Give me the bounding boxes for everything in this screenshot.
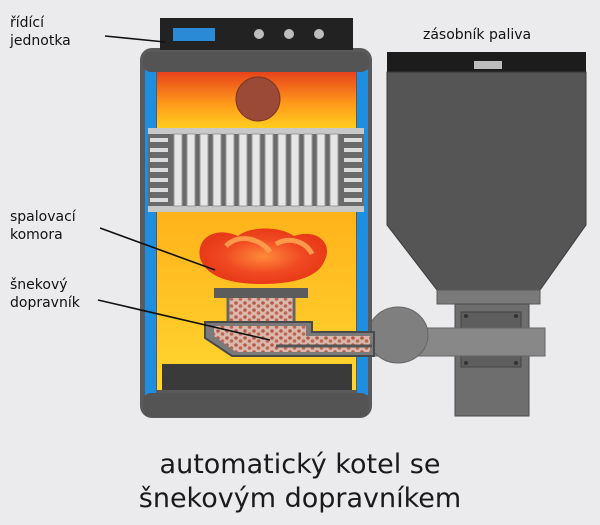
exchanger-grill-bar xyxy=(150,168,168,172)
exchanger-grill-bar xyxy=(150,138,168,142)
exchanger-grill-bar xyxy=(150,178,168,182)
exchanger-grill-bar xyxy=(344,178,362,182)
leader-combustion-chamber xyxy=(99,227,216,271)
leader-screw-conveyor xyxy=(97,299,271,341)
exchanger-grill-bar xyxy=(344,198,362,202)
hopper-lid-handle xyxy=(474,61,502,69)
flame xyxy=(199,228,328,284)
label-control-unit-line1: řídící xyxy=(10,15,45,31)
water-jacket-left xyxy=(145,70,156,395)
fuel-hopper xyxy=(386,52,587,417)
control-display xyxy=(173,28,215,41)
label-screw-conveyor-line2: dopravník xyxy=(10,295,80,311)
exchanger-grill-bar xyxy=(150,198,168,202)
exchanger-tube xyxy=(199,133,209,207)
exchanger-grill-bar xyxy=(344,148,362,152)
control-knob xyxy=(314,29,324,39)
screw-conveyor xyxy=(204,321,375,357)
exchanger-tube xyxy=(290,133,300,207)
flue-outlet xyxy=(235,76,281,122)
label-combustion-chamber: spalovací komora xyxy=(10,208,76,244)
exchanger-tube xyxy=(303,133,313,207)
ash-door xyxy=(162,364,352,390)
exchanger-grill-bar xyxy=(344,138,362,142)
label-screw-conveyor-line1: šnekový xyxy=(10,277,68,293)
hopper-body xyxy=(386,71,587,291)
exchanger-tube xyxy=(238,133,248,207)
caption-line2: šnekovým dopravníkem xyxy=(138,483,462,514)
label-fuel-hopper: zásobník paliva xyxy=(423,27,532,43)
label-combustion-chamber-line1: spalovací xyxy=(10,209,76,225)
control-knob xyxy=(284,29,294,39)
exchanger-grill-bar xyxy=(344,188,362,192)
leader-control-unit xyxy=(104,35,166,43)
exchanger-grill-bar xyxy=(150,188,168,192)
motor-housing xyxy=(367,306,429,364)
exchanger-tube xyxy=(251,133,261,207)
exchanger-grill-bar xyxy=(150,158,168,162)
exchanger-tube xyxy=(264,133,274,207)
label-combustion-chamber-line2: komora xyxy=(10,227,63,243)
boiler-top-cap xyxy=(143,52,369,72)
exchanger-grill-bar xyxy=(150,148,168,152)
control-unit xyxy=(160,18,353,50)
exchanger-tube xyxy=(329,133,339,207)
burner xyxy=(214,288,308,324)
exchanger-tube xyxy=(316,133,326,207)
control-knob xyxy=(254,29,264,39)
label-control-unit: řídící jednotka xyxy=(10,14,71,50)
label-screw-conveyor: šnekový dopravník xyxy=(10,276,80,312)
boiler xyxy=(140,48,375,418)
exchanger-tube xyxy=(212,133,222,207)
exchanger-tube xyxy=(277,133,287,207)
caption-line1: automatický kotel se xyxy=(159,449,441,480)
exchanger-tube xyxy=(173,133,183,207)
water-jacket-right xyxy=(357,70,368,395)
heat-exchanger xyxy=(148,128,364,212)
exchanger-grill-bar xyxy=(344,168,362,172)
leader-lines xyxy=(97,35,271,341)
exchanger-tube xyxy=(186,133,196,207)
label-control-unit-line2: jednotka xyxy=(10,33,71,49)
boiler-base xyxy=(143,393,369,417)
hopper-neck xyxy=(436,289,541,305)
exchanger-grill-bar xyxy=(344,158,362,162)
exchanger-tube xyxy=(225,133,235,207)
